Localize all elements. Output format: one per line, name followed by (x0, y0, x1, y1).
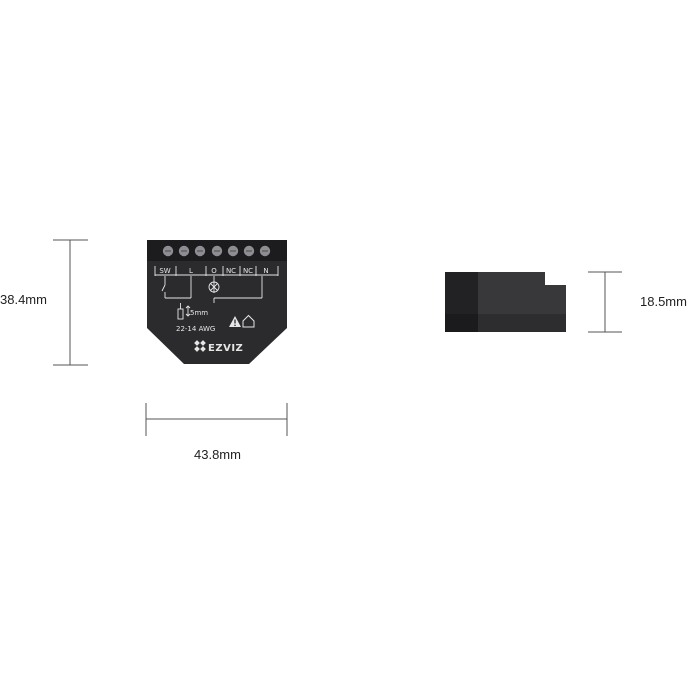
width-dimension-label: 43.8mm (194, 447, 241, 462)
terminal-labels: SW L O NC NC N (159, 267, 268, 275)
wire-gauge-label: 22-14 AWG (176, 325, 215, 333)
terminal-label-band (154, 266, 279, 276)
side-main-section (478, 272, 566, 332)
brand-name: EZVIZ (208, 343, 243, 354)
height-dimension-label: 38.4mm (0, 292, 47, 307)
terminal-label: L (189, 267, 193, 275)
home-icon (242, 314, 255, 328)
device-body (147, 240, 287, 364)
terminal-label: N (263, 267, 268, 275)
wiring-schematic (161, 276, 263, 303)
side-bottom-shade (445, 314, 566, 332)
terminal-label: NC (243, 267, 253, 275)
terminal-label: NC (226, 267, 236, 275)
terminal-label: O (211, 267, 217, 275)
strip-length-label: 5mm (190, 309, 208, 317)
warning-triangle-icon (229, 316, 241, 327)
ezviz-logo-icon (194, 340, 206, 352)
lamp-icon (208, 281, 220, 293)
terminal-screws (162, 245, 271, 257)
wire-strip-icon (177, 303, 191, 320)
side-terminal-section (445, 272, 478, 332)
depth-dimension-label: 18.5mm (640, 294, 687, 309)
terminal-label: SW (159, 267, 170, 275)
